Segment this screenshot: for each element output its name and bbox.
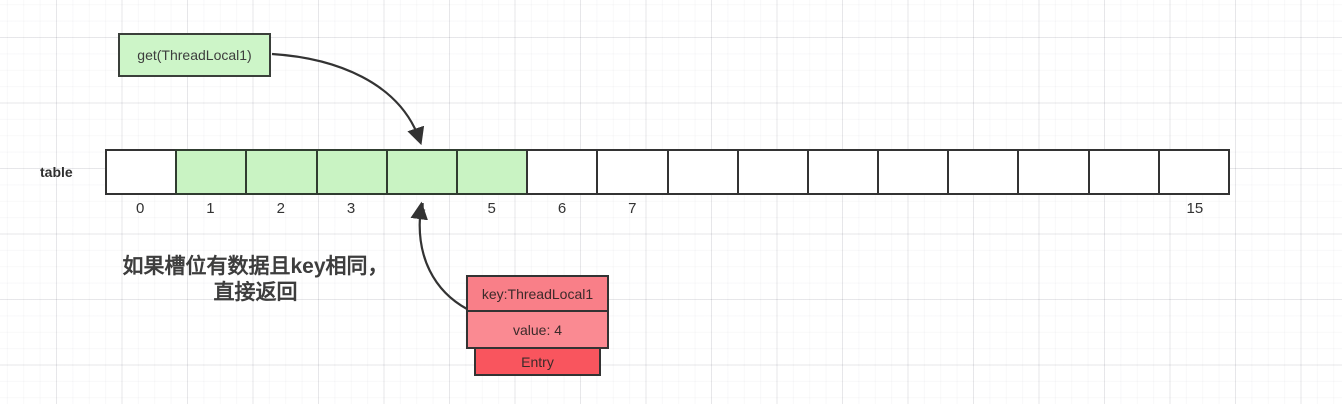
- slot-index-8: [668, 200, 738, 217]
- table-slot-5: [455, 149, 529, 195]
- slot-index-6: 6: [557, 200, 567, 217]
- slot-index-15: 15: [1186, 200, 1204, 217]
- entry-type-label: Entry: [521, 353, 554, 370]
- table-slot-10: [806, 149, 880, 195]
- table-slot-8: [666, 149, 739, 195]
- slot-index-3: 3: [346, 200, 356, 217]
- slot-index-10: [808, 200, 878, 217]
- entry-key-label: key:ThreadLocal1: [481, 285, 594, 302]
- slot-index-11: [878, 200, 948, 217]
- table-slot-14: [1087, 149, 1160, 195]
- caption-line-1: 如果槽位有数据且key相同，: [122, 255, 389, 278]
- table-slot-12: [947, 149, 1020, 195]
- table-slot-0: [105, 149, 178, 195]
- entry-key-box: key:ThreadLocal1: [466, 275, 609, 312]
- get-call-label: get(ThreadLocal1): [137, 47, 252, 63]
- arrow-entry-to-slot4: [410, 201, 468, 310]
- table-slot-15: [1157, 149, 1230, 195]
- get-call-box: get(ThreadLocal1): [118, 33, 271, 77]
- arrow-get-to-slot4: [271, 52, 425, 146]
- entry-value-box: value: 4: [466, 310, 609, 349]
- caption: 如果槽位有数据且key相同， 直接返回: [108, 254, 403, 306]
- table-slot-6: [526, 149, 599, 195]
- slot-index-13: [1019, 200, 1089, 217]
- slot-index-9: [738, 200, 808, 217]
- caption-line-2: 直接返回: [213, 281, 298, 304]
- entry-stack: key:ThreadLocal1 value: 4 Entry: [466, 275, 609, 376]
- entry-value-label: value: 4: [512, 321, 563, 338]
- slot-index-1: 1: [206, 200, 215, 217]
- entry-type-box: Entry: [474, 347, 601, 376]
- hash-table: [105, 149, 1230, 195]
- table-slot-2: [245, 149, 318, 195]
- table-slot-13: [1017, 149, 1090, 195]
- table-slot-3: [315, 149, 388, 195]
- slot-index-12: [949, 200, 1019, 217]
- table-slot-9: [736, 149, 809, 195]
- slot-index-0: 0: [135, 200, 145, 217]
- table-slot-11: [877, 149, 950, 195]
- table-slot-7: [596, 149, 669, 195]
- slot-index-2: 2: [276, 200, 285, 217]
- slot-index-labels: 0 1 2 3 4 5 6 7 15: [105, 200, 1230, 217]
- table-label: table: [40, 164, 73, 180]
- table-slot-4: [385, 149, 458, 195]
- table-slot-1: [175, 149, 248, 195]
- slot-index-14: [1089, 200, 1159, 217]
- slot-index-5: 5: [487, 200, 496, 217]
- slot-index-4: 4: [417, 200, 426, 217]
- slot-index-7: 7: [628, 200, 637, 217]
